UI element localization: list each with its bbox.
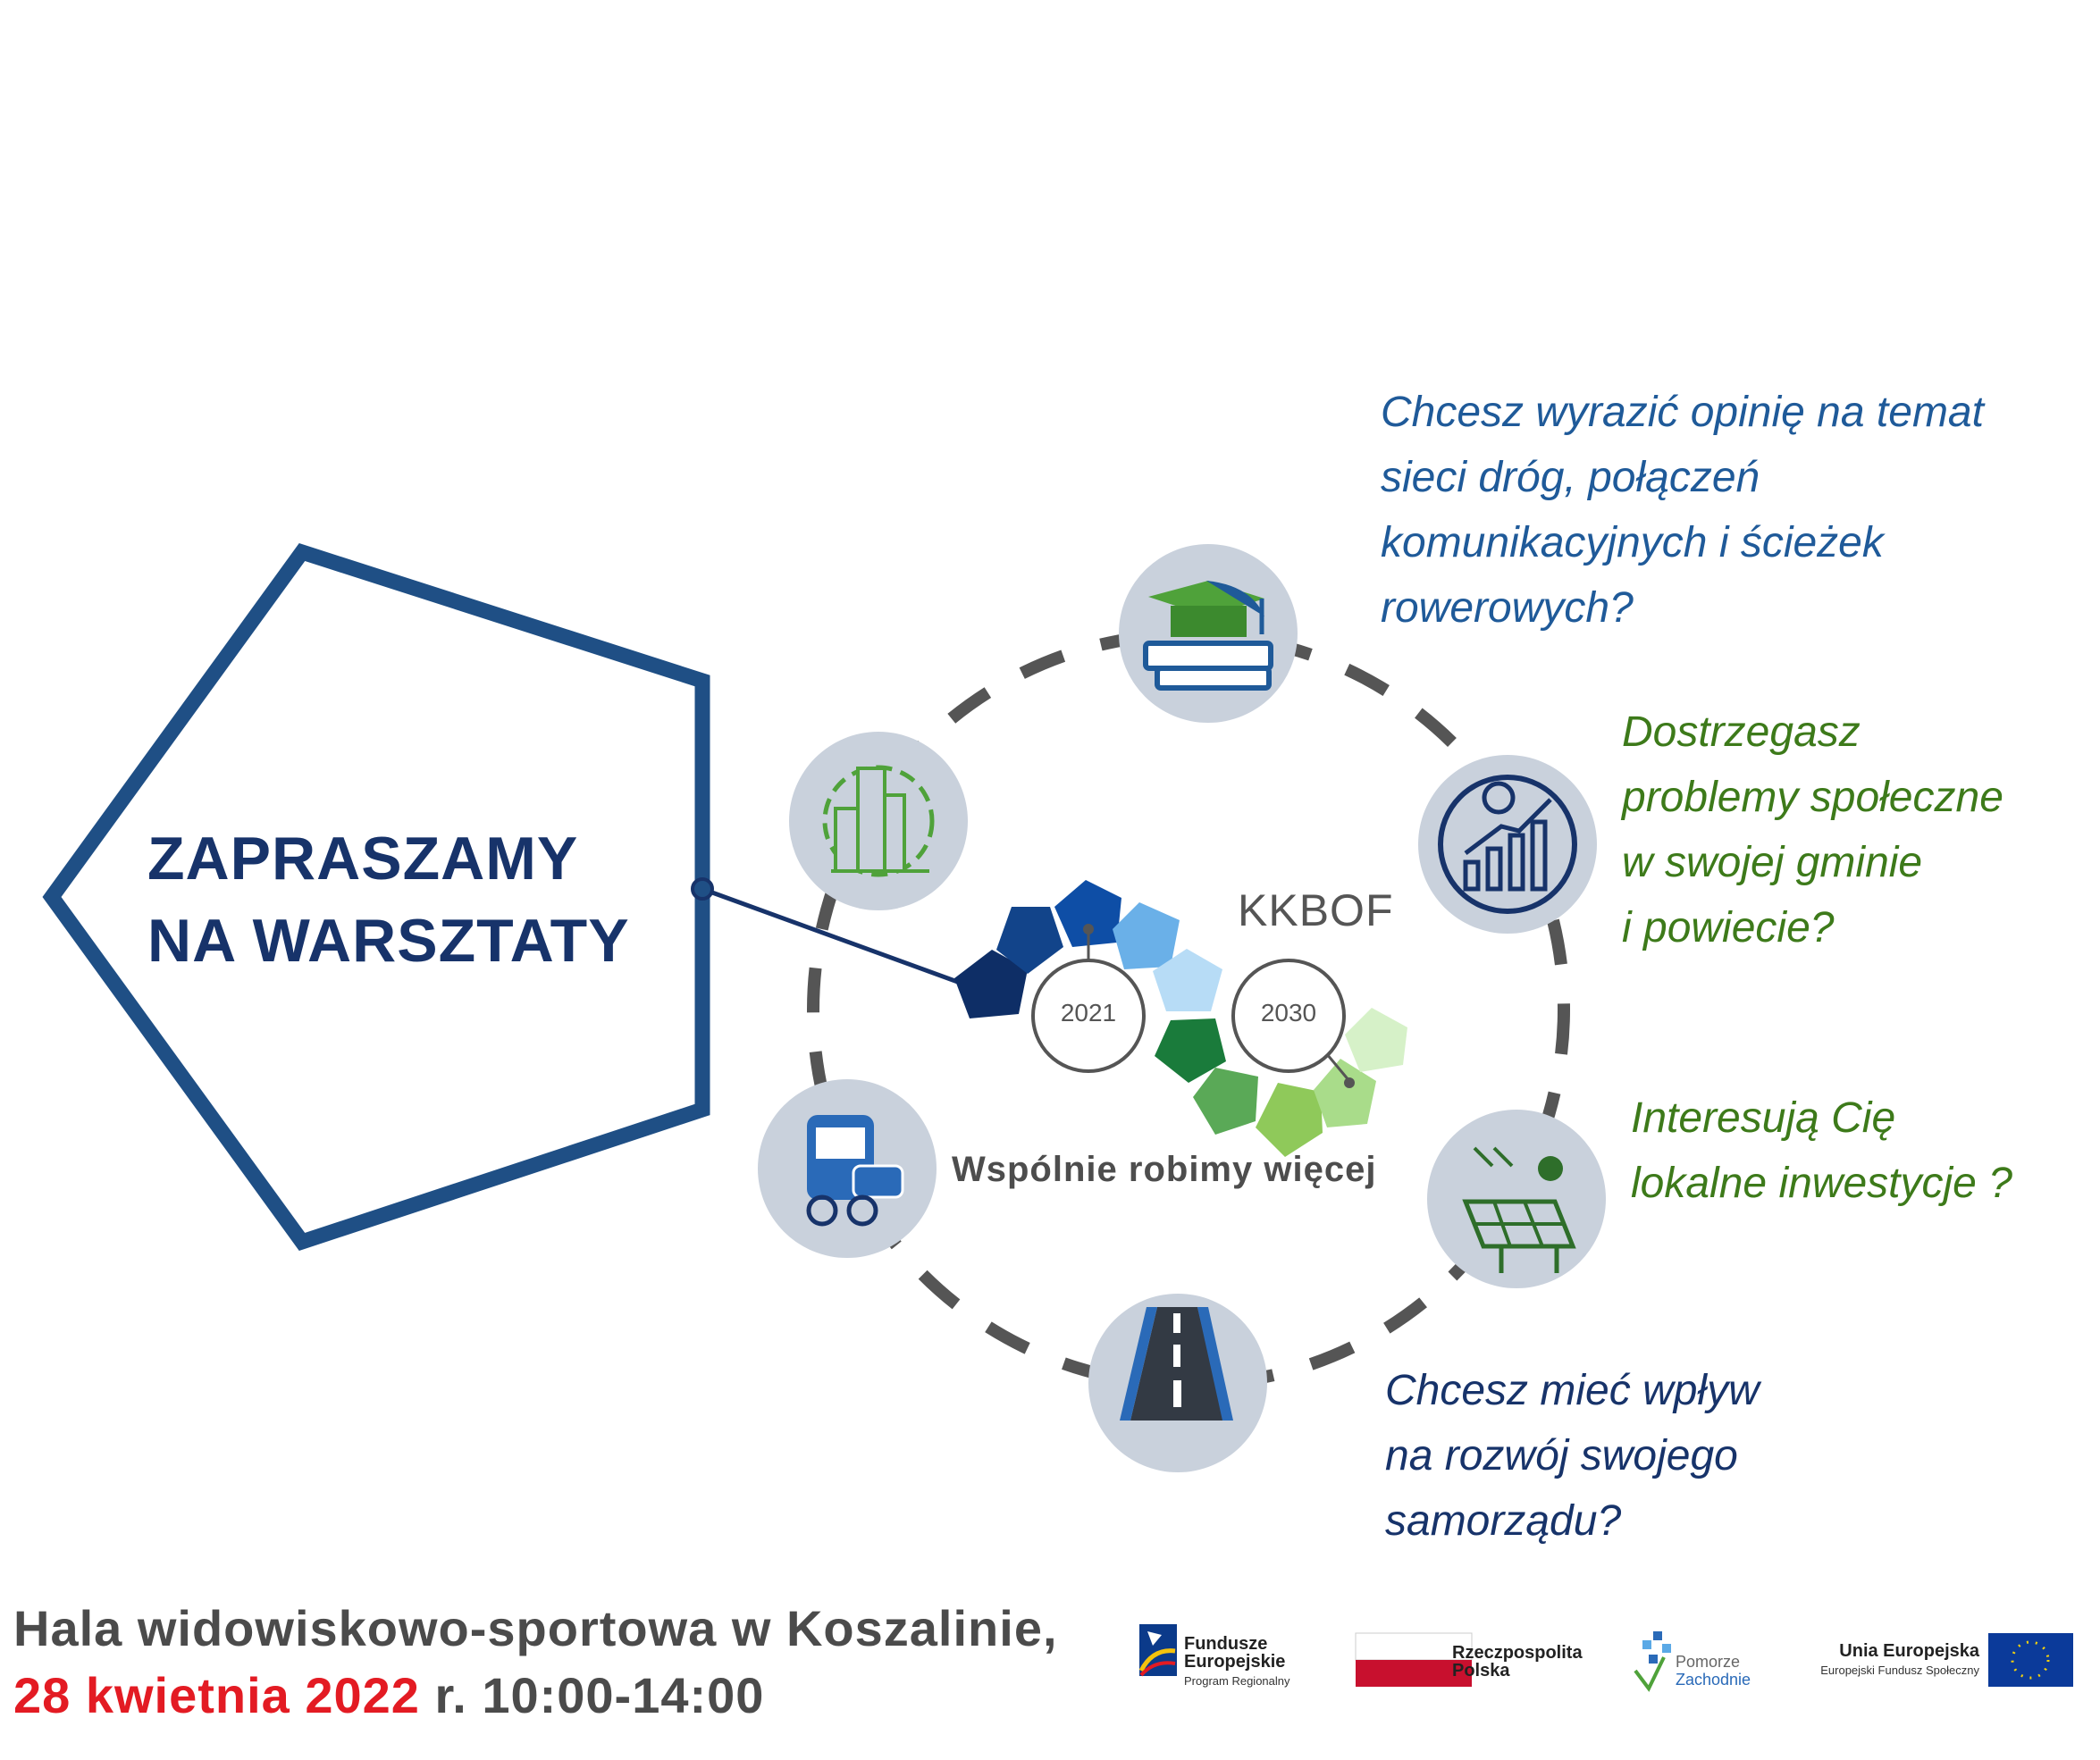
blue-pentagon-cluster — [954, 880, 1222, 1018]
question-roads-line2: sieci dróg, połączeń — [1381, 454, 1760, 501]
solar-panel-icon — [1427, 1110, 1606, 1288]
venue: Hala widowiskowo-sportowa w Koszalinie, — [13, 1600, 1058, 1656]
question-roads-line4: rowerowych? — [1381, 584, 1634, 632]
pomorze-zachodnie-label: Pomorze Zachodnie — [1676, 1653, 1751, 1689]
rp-line1: Rzeczpospolita — [1452, 1643, 1583, 1663]
year-end-circle — [1231, 959, 1346, 1073]
transport-icon — [758, 1079, 937, 1258]
education-icon — [1119, 544, 1298, 723]
connector-line — [701, 886, 993, 997]
headline-line1: ZAPRASZAMY — [147, 825, 579, 893]
year-end-pointer — [1325, 1053, 1351, 1082]
fe-line2: Europejskie — [1184, 1652, 1286, 1672]
question-social-line1: Dostrzegasz — [1622, 708, 1861, 756]
question-social-line3: w swojej gminie — [1622, 839, 1923, 886]
question-roads-line3: komunikacyjnych i ścieżek — [1381, 519, 1884, 566]
question-influence: Chcesz mieć wpływ na rozwój swojego samo… — [1385, 1358, 1760, 1554]
pz-line1: Pomorze — [1676, 1653, 1741, 1671]
ue-line1: Unia Europejska — [1839, 1641, 1979, 1661]
rzeczpospolita-polska-flag — [1355, 1632, 1473, 1687]
fundusze-europejskie-label: Fundusze Europejskie Program Regionalny — [1184, 1635, 1290, 1690]
question-roads-line1: Chcesz wyrazić opinię na temat — [1381, 389, 1984, 436]
connector-dot — [691, 877, 714, 901]
question-social: Dostrzegasz problemy społeczne w swojej … — [1622, 700, 2003, 960]
year-start: 2021 — [1060, 999, 1117, 1027]
pz-line2: Zachodnie — [1676, 1671, 1751, 1689]
city-gear-icon — [789, 732, 968, 910]
road-icon — [1088, 1294, 1267, 1472]
fe-line1: Fundusze — [1184, 1634, 1268, 1654]
headline: ZAPRASZAMY NA WARSZTATY — [147, 817, 728, 982]
question-social-line4: i powiecie? — [1622, 904, 1835, 951]
headline-pentagon — [42, 543, 710, 1252]
question-influence-line1: Chcesz mieć wpływ — [1385, 1367, 1760, 1414]
year-start-pointer-dot — [1083, 924, 1094, 934]
growth-chart-icon — [1418, 755, 1597, 934]
rzeczpospolita-polska-label: Rzeczpospolita Polska — [1452, 1644, 1583, 1680]
headline-line2: NA WARSZTATY — [147, 907, 630, 975]
eu-label: Unia Europejska Europejski Fundusz Społe… — [1810, 1642, 1979, 1680]
event-date-time: r. 10:00-14:00 — [419, 1667, 765, 1723]
ue-line2: Europejski Fundusz Społeczny — [1820, 1664, 1979, 1677]
acronym: KKBOF — [1238, 885, 1394, 935]
question-roads: Chcesz wyrazić opinię na temat sieci dró… — [1381, 380, 1984, 641]
eu-flag — [1988, 1633, 2073, 1687]
question-influence-line2: na rozwój swojego — [1385, 1432, 1738, 1479]
fe-line3: Program Regionalny — [1184, 1674, 1290, 1688]
year-end: 2030 — [1260, 999, 1317, 1027]
question-investments: Interesują Cię lokalne inwestycje ? — [1631, 1085, 2012, 1216]
question-influence-line3: samorządu? — [1385, 1497, 1622, 1545]
fundusze-europejskie-logo — [1138, 1624, 1177, 1677]
event-date: 28 kwietnia 2022 r. 10:00-14:00 — [13, 1666, 764, 1724]
question-investments-line2: lokalne inwestycje ? — [1631, 1160, 2012, 1207]
slogan: Wspólnie robimy więcej — [952, 1150, 1377, 1189]
question-investments-line1: Interesują Cię — [1631, 1094, 1896, 1142]
year-end-pointer-dot — [1344, 1077, 1355, 1088]
rp-line2: Polska — [1452, 1661, 1510, 1680]
question-social-line2: problemy społeczne — [1622, 774, 2003, 821]
green-pentagon-cluster — [1155, 1008, 1407, 1157]
event-date-day: 28 kwietnia 2022 — [13, 1667, 420, 1723]
pomorze-zachodnie-logo — [1634, 1631, 1671, 1692]
